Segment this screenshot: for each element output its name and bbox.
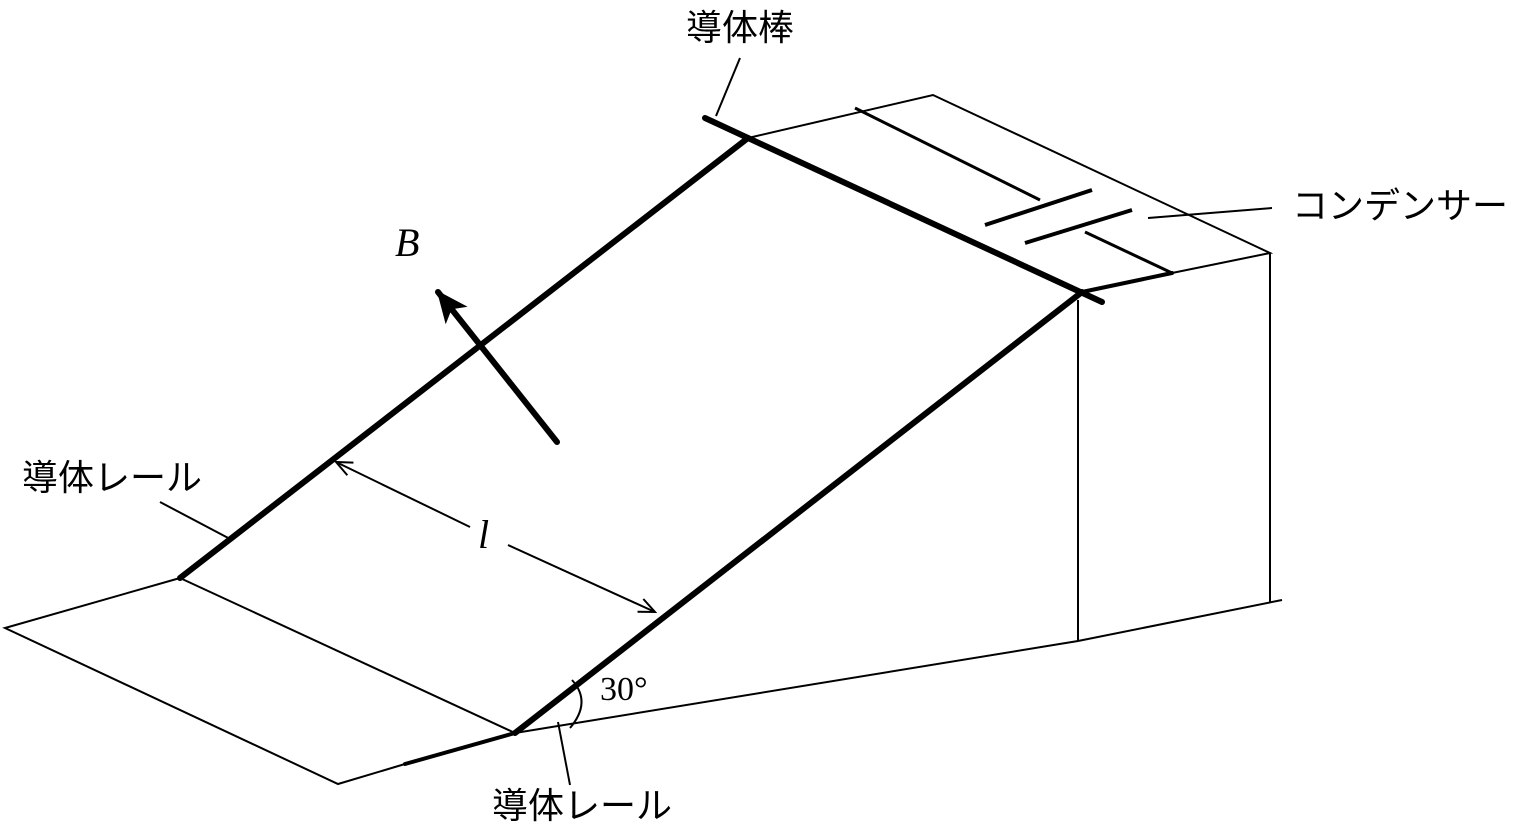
- spacing-arrow-upper: [336, 462, 471, 528]
- magnetic-field-label: B: [395, 220, 419, 265]
- capacitor-label: コンデンサー: [1292, 186, 1508, 227]
- conductor-rod-label: 導体棒: [686, 8, 794, 49]
- magnetic-field-arrow: [435, 289, 560, 445]
- rail-left-label: 導体レール: [22, 458, 202, 499]
- block-outline: [747, 93, 1274, 641]
- capacitor-symbol: [854, 106, 1173, 275]
- capacitor-leader-line: [1147, 207, 1273, 219]
- angle-arc: [569, 679, 583, 729]
- angle-label: 30°: [600, 671, 648, 708]
- conductor-rail-right: [512, 289, 1085, 736]
- spacing-label: l: [478, 512, 489, 557]
- spacing-arrow-lower: [507, 544, 655, 612]
- rail-bottom-label: 導体レール: [492, 786, 672, 827]
- rod-leader-line: [715, 57, 741, 117]
- conductor-rail-left: [177, 135, 751, 581]
- rail-bottom-leader-line: [557, 721, 571, 786]
- conductor-rod: [702, 115, 1105, 305]
- base-plane: [2, 577, 1283, 786]
- rail-left-leader-line: [159, 501, 233, 541]
